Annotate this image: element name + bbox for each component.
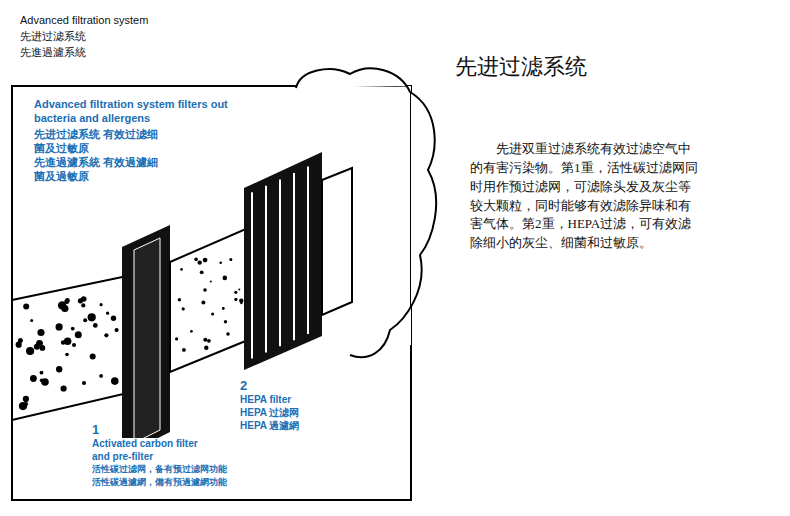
particle (75, 331, 82, 338)
particle (234, 298, 237, 301)
particle (223, 276, 228, 281)
particle (78, 298, 83, 303)
particle (93, 323, 98, 328)
particle (37, 329, 44, 336)
part-label: HEPA filter (240, 394, 291, 407)
particle (203, 288, 207, 292)
air-band (170, 228, 248, 372)
particle (240, 302, 242, 304)
part-label: HEPA 过滤网 (240, 407, 299, 420)
particle (210, 280, 212, 282)
particle (56, 323, 63, 330)
pleat (265, 186, 267, 353)
pleat (279, 179, 281, 346)
part-label: 活性碳過濾網，備有預過濾網功能 (92, 477, 227, 488)
particle (61, 385, 67, 391)
particle (19, 402, 27, 410)
pleat (307, 166, 309, 334)
particle (178, 298, 181, 301)
carbon-filter (122, 225, 170, 456)
callout-number: 1 (92, 422, 99, 438)
air-band (12, 275, 132, 420)
particle (198, 260, 202, 264)
particle (201, 301, 205, 305)
particle (90, 354, 96, 360)
particle (207, 339, 211, 343)
particle (82, 381, 86, 385)
particle (56, 366, 62, 372)
particle (182, 348, 186, 352)
header-text: 先进过滤系统 (20, 30, 86, 44)
particle (30, 375, 37, 382)
particle (111, 316, 116, 321)
blue-caption: Advanced filtration system filters out b… (34, 98, 239, 126)
particle (41, 378, 49, 386)
hepa-pleats (252, 166, 308, 358)
part-label: HEPA 過濾網 (240, 420, 299, 433)
particle (26, 347, 34, 355)
pleat (293, 173, 295, 340)
particle (115, 328, 119, 332)
particle (238, 289, 240, 291)
particle (229, 258, 232, 261)
particle (204, 346, 208, 350)
particle (100, 303, 103, 306)
blue-caption: 先進過濾系統 有效過濾細菌及過敏原 (34, 156, 164, 184)
frame (12, 86, 411, 500)
particle (88, 313, 96, 321)
hepa-filter (244, 152, 322, 370)
particle (106, 312, 109, 315)
particle (65, 353, 69, 357)
particle (40, 371, 44, 375)
body-text: 先进双重过滤系统有效过滤空气中的有害污染物。第1重，活性碳过滤网同时用作预过滤网… (470, 140, 702, 253)
particle (203, 338, 207, 342)
particles (16, 258, 244, 411)
particle (234, 291, 237, 294)
carbon-filter-face (134, 238, 160, 443)
header-text: 先進過濾系統 (20, 46, 86, 60)
particle (222, 307, 225, 310)
particle (219, 262, 222, 265)
page-title: 先进过滤系统 (455, 52, 587, 82)
particle (200, 270, 204, 274)
particle (83, 318, 87, 322)
particle (224, 320, 227, 323)
particle (190, 330, 193, 333)
particle (23, 396, 29, 402)
particle (24, 402, 28, 406)
particle (182, 307, 185, 310)
particle (203, 258, 208, 263)
blue-caption: 先进过滤系统 有效过滤细菌及过敏原 (34, 128, 164, 156)
particle (30, 319, 33, 322)
particle (99, 374, 103, 378)
particle (111, 377, 119, 385)
particle (175, 337, 178, 340)
pleat (251, 192, 253, 358)
particle (36, 340, 43, 347)
particle (104, 333, 108, 337)
particle (180, 268, 183, 271)
particle (72, 343, 76, 347)
part-label: 活性碳过滤网，备有预过滤网功能 (92, 464, 227, 475)
particle (211, 313, 214, 316)
particle (71, 327, 75, 331)
callout-number: 2 (240, 378, 247, 394)
particle (226, 332, 230, 336)
particle (81, 303, 85, 307)
header-text: Advanced filtration system (20, 14, 148, 28)
air-band (322, 168, 352, 315)
part-label: Activated carbon filter and pre-filter (92, 438, 212, 463)
particle (61, 340, 65, 344)
particle (64, 299, 69, 304)
particle (61, 305, 68, 312)
particle (16, 342, 22, 348)
particle (194, 258, 198, 262)
particle (23, 303, 29, 309)
